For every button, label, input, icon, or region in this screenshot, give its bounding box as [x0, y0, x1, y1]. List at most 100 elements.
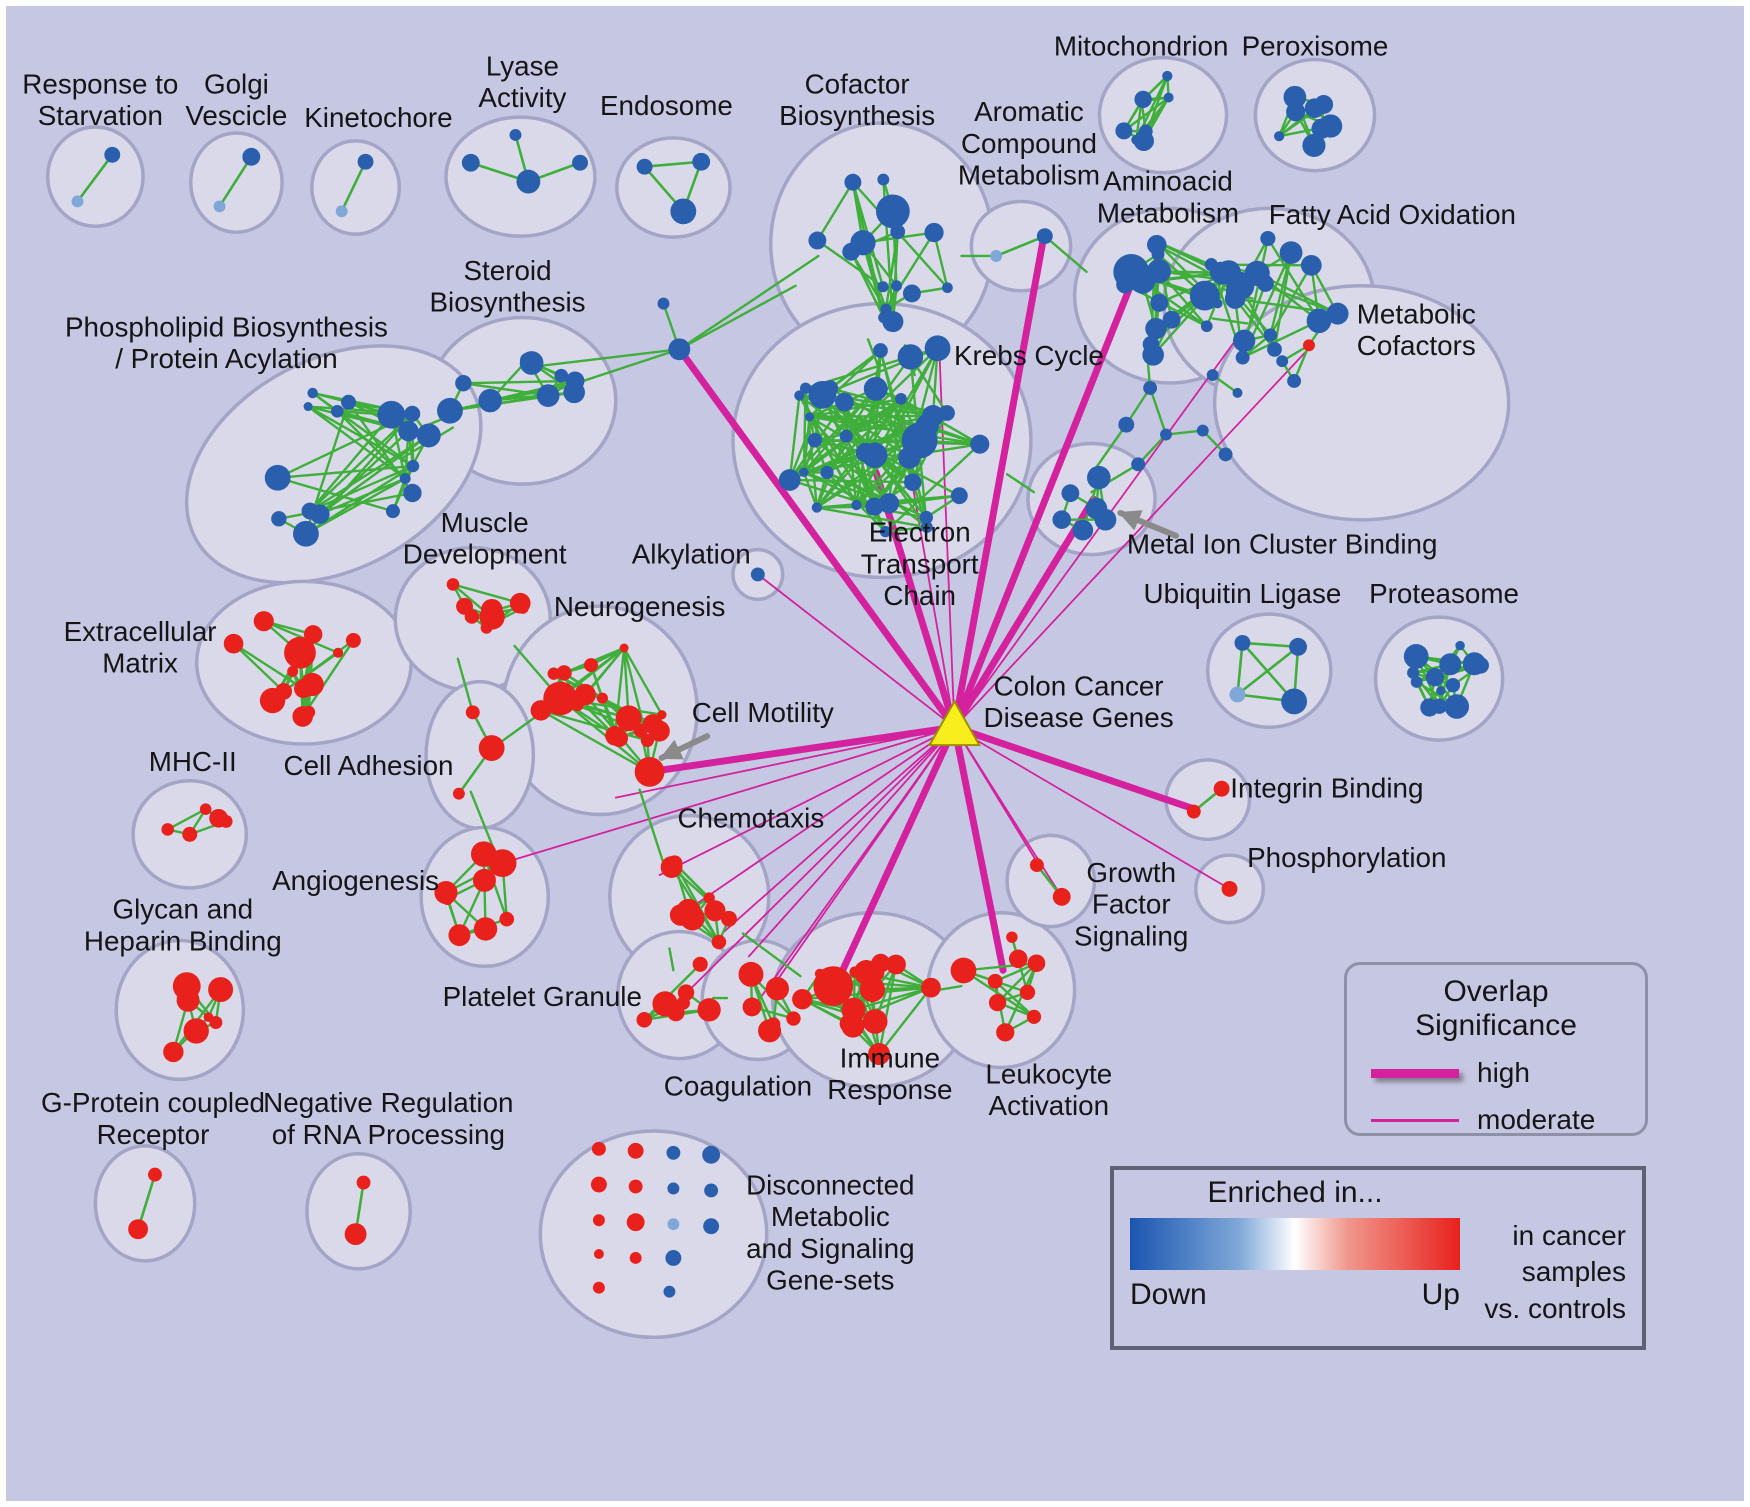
gene-set-node — [1407, 666, 1420, 679]
enrichment-note-line3: vs. controls — [1484, 1292, 1626, 1324]
inter-cluster-edge — [1148, 386, 1168, 436]
diagram-label: Cell Motility — [692, 697, 834, 728]
gene-set-node — [1135, 95, 1148, 107]
gene-set-node — [869, 965, 885, 981]
gene-set-node — [990, 250, 1003, 262]
gene-set-node — [1189, 280, 1220, 311]
inter-cluster-edge — [1005, 473, 1036, 494]
gene-set-node — [1439, 653, 1462, 676]
gene-set-node — [478, 735, 505, 761]
edge — [1141, 280, 1208, 328]
gene-set-node — [1113, 254, 1150, 290]
edge — [622, 646, 664, 716]
up-label: Up — [1421, 1278, 1460, 1311]
down-label: Down — [1130, 1278, 1207, 1311]
gene-set-node — [820, 465, 834, 480]
gene-set-node — [416, 423, 441, 448]
gene-set-node — [1232, 329, 1256, 352]
gene-set-node — [223, 633, 244, 654]
cluster-phospholipid-biosynthesis — [184, 344, 483, 585]
edge — [815, 506, 929, 529]
edge — [788, 393, 824, 482]
edge — [1241, 641, 1296, 703]
gene-set-node — [841, 997, 866, 1022]
edge — [877, 986, 933, 1056]
gene-set-node — [988, 993, 1007, 1012]
gene-set-node — [161, 823, 174, 836]
edge — [166, 807, 207, 831]
gene-set-node — [610, 729, 629, 748]
gene-set-node — [330, 405, 344, 418]
gene-set-node — [385, 504, 400, 519]
gene-set-node — [1131, 457, 1146, 472]
gradient-end-labels: Down Up — [1130, 1278, 1460, 1312]
hub-link-high — [675, 345, 958, 731]
gene-set-node — [1276, 355, 1289, 368]
gene-set-node — [648, 720, 670, 742]
edge — [282, 639, 355, 693]
hub-link-moderate — [694, 726, 956, 906]
pointer-arrow — [658, 733, 711, 761]
label-metal-ion-cluster-binding: Metal Ion Cluster Binding — [1127, 529, 1438, 560]
gene-set-node — [868, 1043, 891, 1066]
gene-set-node — [1036, 228, 1053, 245]
moderate-label: moderate — [1477, 1104, 1596, 1136]
gene-set-node — [1326, 302, 1349, 325]
edge — [994, 980, 1036, 1019]
hub-link-moderate — [658, 726, 956, 876]
edge — [340, 160, 367, 213]
edge — [1269, 264, 1313, 337]
gene-set-node — [1445, 678, 1461, 693]
gene-set-node — [203, 1012, 214, 1023]
hub-link-moderate — [953, 726, 1063, 898]
gene-set-node — [1232, 387, 1243, 398]
cluster-golgi-vescicle — [188, 131, 284, 234]
edge — [391, 464, 415, 513]
label-fatty-acid-oxidation: Fatty Acid Oxidation — [1269, 199, 1516, 230]
gene-set-node — [668, 338, 691, 361]
gene-set-node — [1029, 858, 1044, 873]
gene-set-node — [128, 1219, 149, 1240]
gene-set-node — [163, 1041, 184, 1063]
gene-set-node — [592, 1214, 605, 1227]
edge — [788, 394, 801, 482]
gene-set-node — [1218, 447, 1233, 462]
gene-set-node — [1052, 510, 1072, 529]
edge — [488, 379, 577, 402]
gene-set-node — [811, 502, 823, 513]
gene-set-node — [399, 473, 411, 484]
edge — [1241, 641, 1300, 649]
hub-link-moderate — [756, 573, 956, 729]
gene-set-node — [1279, 241, 1303, 264]
gene-set-node — [877, 281, 889, 293]
gene-set-node — [640, 733, 655, 748]
gene-set-node — [1142, 335, 1160, 353]
enrichment-legend: Enriched in... Down Up in cancer samples… — [1110, 1166, 1646, 1350]
hub-link-high — [872, 468, 958, 731]
gene-set-node — [1306, 308, 1332, 334]
hub-link-moderate — [953, 347, 1310, 729]
gene-set-node — [865, 497, 884, 516]
gene-set-node — [1186, 804, 1201, 819]
hub-link-moderate — [747, 726, 956, 958]
gene-set-node — [516, 601, 529, 614]
hub-link-high — [950, 495, 1097, 731]
edge — [318, 429, 410, 516]
gene-set-node — [307, 387, 318, 399]
gene-set-node — [213, 200, 226, 213]
gene-set-node — [294, 679, 313, 699]
gene-set-node — [1145, 317, 1167, 340]
hub-link-moderate — [614, 726, 956, 799]
gene-set-node — [448, 924, 471, 947]
gene-set-node — [293, 520, 319, 547]
high-label: high — [1477, 1057, 1530, 1089]
gene-set-node — [1146, 259, 1171, 284]
gene-set-node — [849, 966, 861, 978]
inter-cluster-edge — [1164, 429, 1204, 436]
enrichment-legend-body: Down Up in cancer samples vs. controls — [1130, 1218, 1626, 1327]
gene-set-node — [219, 815, 233, 828]
gene-set-node — [851, 499, 862, 511]
